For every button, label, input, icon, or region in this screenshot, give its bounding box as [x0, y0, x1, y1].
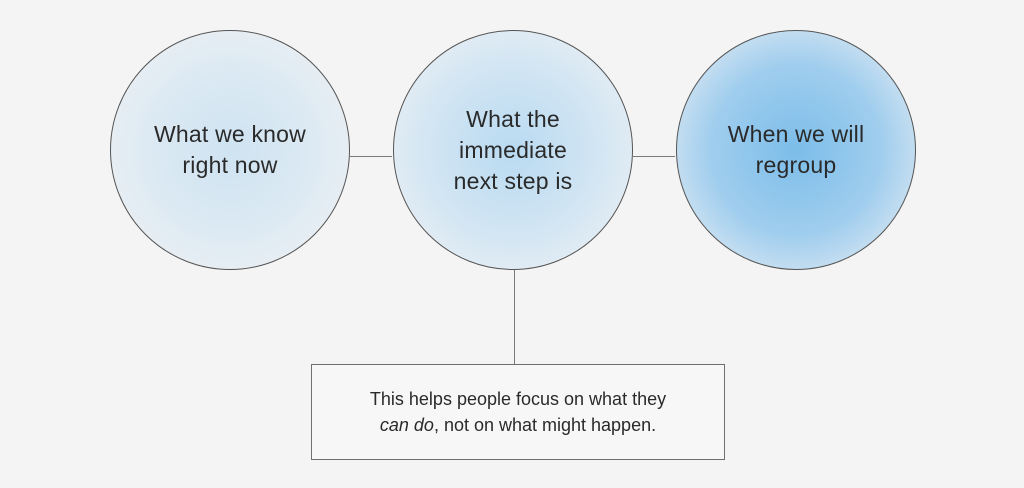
circle-label-what-we-know: What we know right now: [154, 121, 306, 178]
connector-line-1-2: [350, 156, 392, 157]
note-box: This helps people focus on what they can…: [311, 364, 725, 460]
note-emphasis: can do: [379, 415, 434, 435]
note-line-2: can do, not on what might happen.: [380, 412, 656, 438]
circle-when-we-regroup: When we will regroup: [676, 30, 916, 270]
connector-line-2-3: [633, 156, 675, 157]
connector-line-to-note: [514, 270, 515, 364]
circle-label-immediate-next-step: What the immediate next step is: [453, 105, 573, 194]
circle-immediate-next-step: What the immediate next step is: [393, 30, 633, 270]
note-line-2-rest: , not on what might happen.: [433, 415, 657, 435]
note-line-1: This helps people focus on what they: [369, 389, 667, 409]
circle-label-when-we-regroup: When we will regroup: [727, 121, 865, 178]
circle-what-we-know: What we know right now: [110, 30, 350, 270]
